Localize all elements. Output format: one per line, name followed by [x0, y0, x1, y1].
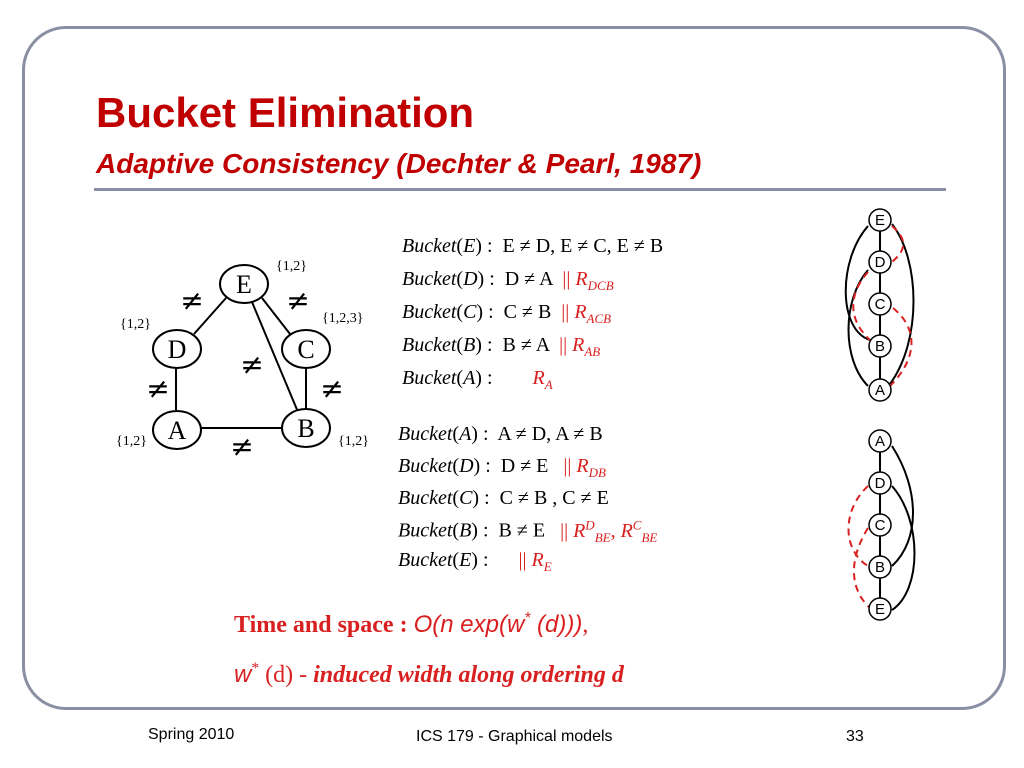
graph-node-label: D — [168, 335, 187, 364]
bucket-line: Bucket(C) : C ≠ B , C ≠ E — [398, 487, 609, 509]
bucket-relation: || RDBE, RCBE — [560, 517, 658, 545]
bucket-line: Bucket(B) : B ≠ E || RDBE, RCBE — [398, 517, 658, 545]
chain1-node — [868, 208, 892, 232]
footer-course: ICS 179 - Graphical models — [416, 728, 613, 745]
domain-label: {1,2} — [120, 317, 151, 332]
graph-node-label: E — [236, 270, 252, 299]
neq-symbol: ≠ — [146, 372, 169, 405]
complexity-line: Time and space : O(n exp(w* (d))), — [234, 610, 588, 639]
bucket-constraints: D ≠ A — [504, 268, 553, 290]
w-arg: (d) - — [265, 662, 308, 688]
chain2-label: D — [875, 475, 886, 492]
chain2-node — [868, 597, 892, 621]
footer-date: Spring 2010 — [148, 726, 235, 743]
chain2-node — [868, 513, 892, 537]
complexity-label: Time and space : — [234, 612, 408, 638]
chain1-induced-edges — [852, 225, 913, 387]
edge-E-B — [251, 301, 299, 413]
chain2-induced-edges — [847, 485, 871, 609]
neq-symbol: ≠ — [286, 284, 309, 317]
chain1-label: C — [875, 296, 886, 313]
complexity-formula: O(n exp(w* (d))) — [413, 610, 583, 638]
chain1-edges — [844, 223, 915, 387]
bucket-constraints: D ≠ E — [500, 455, 549, 477]
edge-E-D — [193, 297, 227, 335]
bucket-constraints: E ≠ D, E ≠ C, E ≠ B — [502, 235, 664, 257]
edge-E-C — [261, 297, 291, 335]
domain-label: {1,2} — [338, 434, 369, 449]
complexity-comma: , — [582, 612, 589, 638]
slide-subtitle: Adaptive Consistency (Dechter & Pearl, 1… — [96, 148, 702, 179]
induced-width-desc: induced width along ordering d — [313, 662, 624, 688]
chain1-node — [868, 378, 892, 402]
bucket-line: Bucket(A) : A ≠ D, A ≠ B — [398, 423, 603, 445]
chain1-label: A — [875, 382, 885, 399]
bucket-relation: || RE — [518, 549, 552, 574]
bucket-line: Bucket(B) : B ≠ A || RAB — [402, 334, 601, 359]
footer-page-number: 33 — [846, 728, 864, 745]
chain2-label: A — [875, 433, 885, 450]
graph-node-E — [219, 264, 269, 304]
chain2-node — [868, 429, 892, 453]
chain2-label: B — [875, 559, 885, 576]
bucket-relation: RA — [532, 367, 553, 392]
bucket-line: Bucket(C) : C ≠ B || RACB — [402, 301, 612, 326]
graph-node-A — [152, 410, 202, 450]
bucket-relation: || RDCB — [562, 268, 614, 293]
chain1-label: B — [875, 338, 885, 355]
constraint-graph-edges — [175, 297, 307, 429]
chain2-label: E — [875, 601, 885, 618]
bucket-line: Bucket(A) : RA — [402, 367, 553, 392]
neq-symbol: ≠ — [230, 430, 253, 463]
graph-node-label: C — [297, 335, 314, 364]
bucket-constraints: A ≠ D, A ≠ B — [497, 423, 603, 445]
bucket-line: Bucket(D) : D ≠ A || RDCB — [402, 268, 614, 293]
bucket-relation: || RDB — [563, 455, 606, 480]
chain2-node — [868, 555, 892, 579]
domain-label: {1,2,3} — [322, 311, 363, 326]
domain-label: {1,2} — [276, 259, 307, 274]
slide-title: Bucket Elimination — [96, 89, 475, 136]
bucket-constraints: C ≠ B — [503, 301, 552, 323]
graph-node-B — [281, 408, 331, 448]
slide-frame — [22, 26, 1006, 710]
neq-symbol: ≠ — [180, 284, 203, 317]
title-rule — [94, 188, 946, 191]
bucket-line: Bucket(E) : || RE — [398, 549, 552, 574]
neq-symbol: ≠ — [320, 372, 343, 405]
graph-node-label: B — [297, 414, 314, 443]
graph-node-C — [281, 329, 331, 369]
bucket-relation: || RAB — [559, 334, 601, 359]
chain1-label: D — [875, 254, 886, 271]
chain1-label: E — [875, 212, 885, 229]
bucket-constraints: C ≠ B , C ≠ E — [499, 487, 609, 509]
chain2-node — [868, 471, 892, 495]
w-symbol: w — [234, 661, 252, 688]
chain1-node — [868, 250, 892, 274]
chain1-node — [868, 292, 892, 316]
graph-node-label: A — [168, 416, 187, 445]
bucket-constraints: B ≠ A — [502, 334, 550, 356]
graph-node-D — [152, 329, 202, 369]
chain2-label: C — [875, 517, 886, 534]
bucket-constraints: B ≠ E — [498, 519, 546, 542]
neq-symbol: ≠ — [240, 348, 263, 381]
domain-label: {1,2} — [116, 434, 147, 449]
chain2-edges — [879, 445, 916, 611]
bucket-line: Bucket(D) : D ≠ E || RDB — [398, 455, 606, 480]
w-sup: * — [251, 660, 260, 677]
bucket-relation: || RACB — [561, 301, 612, 326]
bucket-line: Bucket(E) : E ≠ D, E ≠ C, E ≠ B — [402, 235, 664, 257]
chain1-node — [868, 334, 892, 358]
induced-width-line: w* (d) - induced width along ordering d — [234, 660, 624, 689]
